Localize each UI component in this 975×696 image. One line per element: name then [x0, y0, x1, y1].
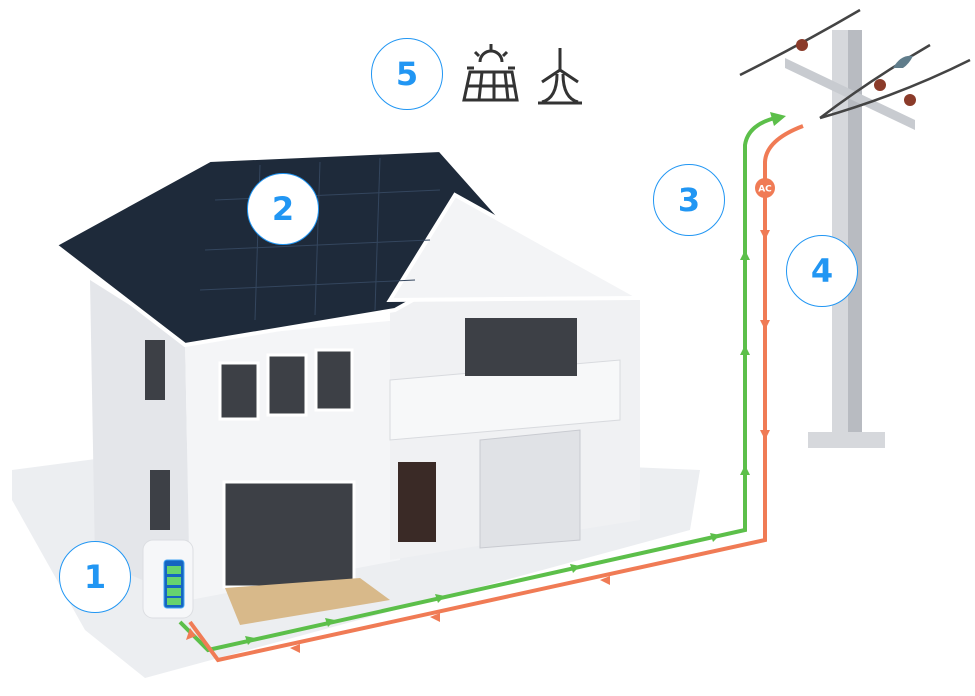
badge-solar-roof: 2 [247, 173, 319, 245]
badge-grid-pole: 4 [786, 235, 858, 307]
window [150, 470, 170, 530]
patio-window [222, 480, 356, 589]
garage-door [479, 429, 581, 549]
ac-label: AC [758, 185, 772, 195]
window [314, 348, 354, 412]
bird-icon [893, 55, 913, 68]
badge-renewables: 5 [371, 38, 443, 110]
wind-turbine-icon [538, 48, 582, 105]
balcony-window [465, 318, 577, 376]
deck [225, 578, 390, 625]
solar-panel-icon [462, 44, 519, 102]
front-door [398, 462, 436, 542]
badge-battery: 1 [59, 541, 131, 613]
badge-inverter-line: 3 [653, 164, 725, 236]
gable [386, 192, 648, 303]
ac-marker [755, 178, 775, 198]
window [218, 361, 260, 421]
window [266, 353, 308, 417]
ac-power-line [188, 124, 804, 663]
window [145, 340, 165, 400]
